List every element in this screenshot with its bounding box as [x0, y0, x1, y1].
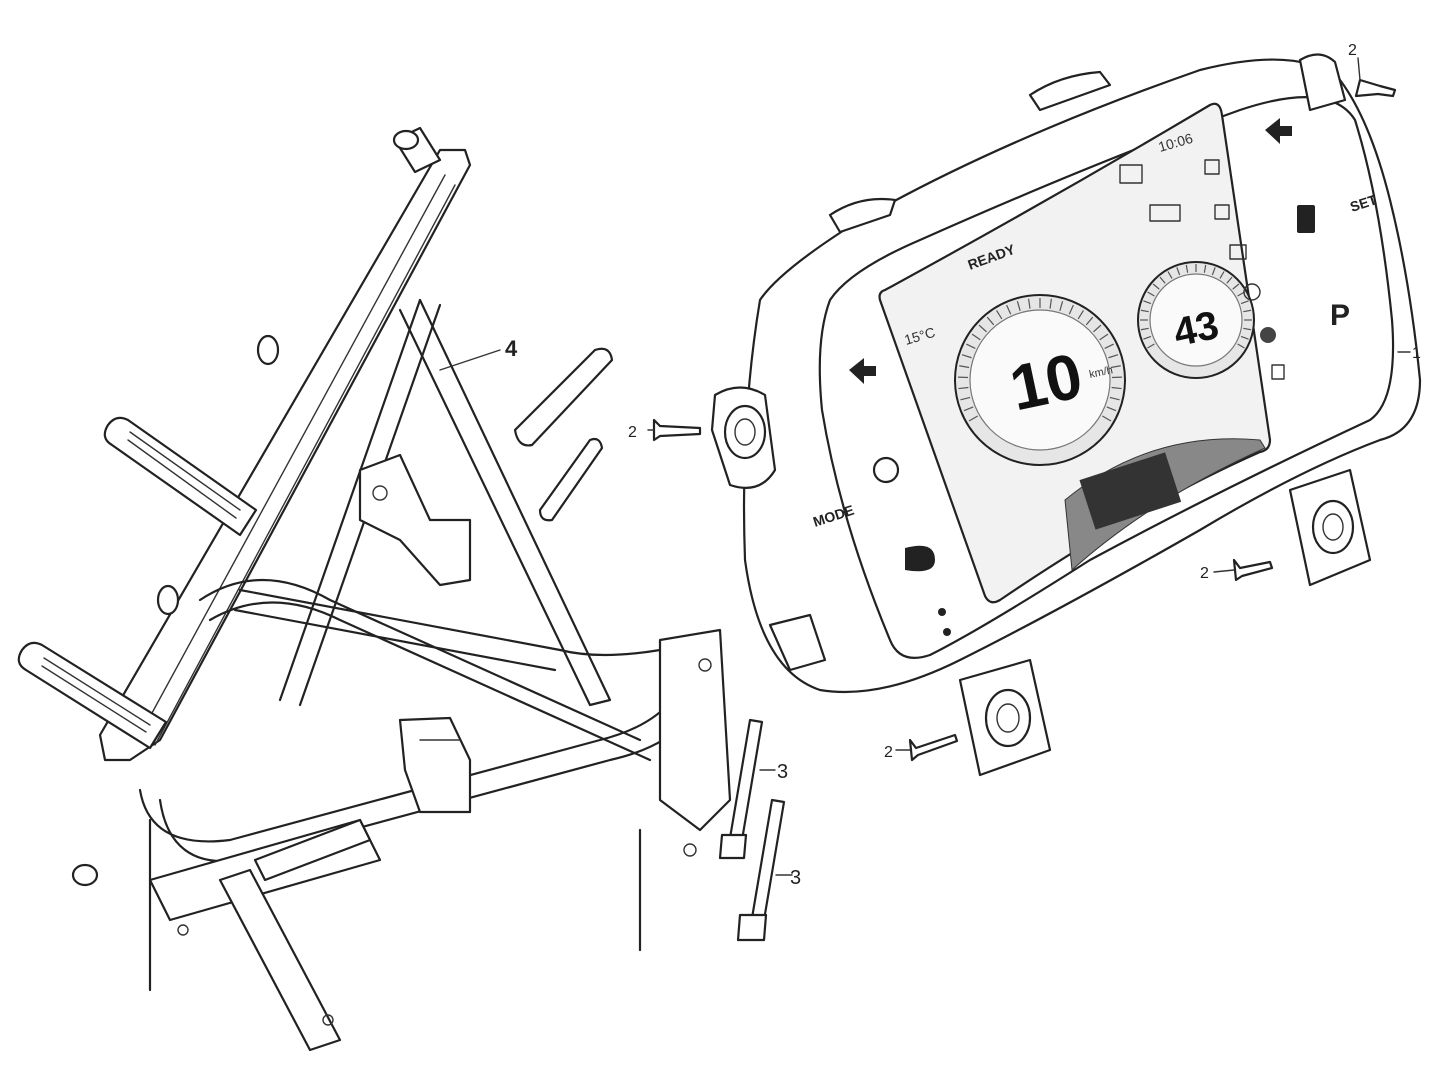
speed-unit: km/h	[1088, 364, 1114, 381]
gauge-tick	[1143, 300, 1152, 305]
gauge-tick	[1140, 309, 1149, 313]
callout-1: 1	[1397, 345, 1421, 362]
gauge-tick	[971, 333, 981, 341]
gauge-tick	[968, 415, 978, 422]
gauge-tick	[1059, 301, 1064, 311]
indicator-box	[1149, 204, 1181, 222]
gauge-tick	[1203, 264, 1207, 273]
engine-warning-icon	[872, 456, 900, 484]
right-turn-indicator-icon	[1265, 118, 1292, 144]
gauge-tick	[986, 316, 995, 326]
battery-icon	[1119, 164, 1143, 184]
callout-3a-label: 3	[777, 761, 788, 783]
gauge-tick	[1159, 276, 1166, 284]
status-icon	[1260, 327, 1276, 343]
callout-2a-label: 2	[1348, 42, 1357, 59]
gauge-tick	[1110, 365, 1121, 369]
left-turn-indicator-icon	[849, 358, 876, 384]
status-icon	[1214, 204, 1230, 220]
gear-indicator: P	[1330, 299, 1350, 332]
status-icon	[1271, 364, 1285, 380]
callout-1-label: 1	[1412, 345, 1421, 362]
gauge-tick	[1068, 304, 1074, 315]
callout-2c-label: 2	[1200, 565, 1209, 582]
gauge-tick	[1147, 343, 1155, 349]
screw-2-left: 2	[628, 418, 702, 442]
gauge-tick	[966, 343, 976, 349]
gauge-tick	[1167, 271, 1173, 279]
gauge-tick	[1099, 333, 1109, 341]
gauge-tick	[1109, 396, 1120, 401]
gauge-tick	[1176, 267, 1181, 276]
gauge-tick	[963, 406, 974, 412]
gauge-tick	[1106, 406, 1117, 412]
status-icon	[1204, 159, 1220, 175]
gauge-tick	[1077, 310, 1084, 320]
gauge-tick	[960, 396, 971, 401]
status-icon	[1229, 244, 1247, 260]
instrument-cluster: 10 km/h 43 READY 10:06 15°C P MODE SET	[710, 53, 1422, 777]
gauge-tick	[1027, 298, 1031, 309]
gauge-tick	[978, 324, 987, 333]
callout-4-label: 4	[505, 336, 518, 361]
gauge-tick	[1093, 324, 1102, 333]
gauge-tick	[1143, 335, 1152, 340]
callout-2d-label: 2	[884, 744, 893, 761]
grip-rod-lower	[17, 641, 168, 750]
gauge-tick	[1049, 298, 1053, 309]
gauge-ticks	[958, 264, 1252, 422]
gauge-tick	[1226, 276, 1233, 284]
gauge-tick	[961, 354, 972, 359]
gauge-tick	[996, 310, 1003, 320]
gauge-tick	[1108, 354, 1119, 359]
gauge-tick	[1240, 300, 1249, 305]
screw-2-bottom-left: 2	[884, 733, 959, 762]
gauge-tick	[1219, 271, 1225, 279]
speed-readout: 10	[1004, 339, 1089, 424]
gauge-tick	[1140, 327, 1149, 331]
gauge-tick	[1243, 309, 1252, 313]
gauge-tick	[1016, 301, 1021, 311]
gauge-tick	[1243, 327, 1252, 331]
gauge-tick	[1104, 343, 1114, 349]
bolt-3-upper: 3	[718, 718, 788, 860]
bolt-3-lower: 3	[736, 798, 801, 942]
gauge-tick	[959, 365, 970, 369]
status-icon	[1243, 283, 1261, 301]
display-screen: 10 km/h 43 READY 10:06 15°C	[878, 102, 1285, 604]
gauge-tick	[1147, 291, 1155, 297]
callout-3b-label: 3	[790, 867, 801, 889]
gauge-tick	[1152, 283, 1160, 290]
callout-2b-label: 2	[628, 424, 637, 441]
gauge-tick	[1237, 343, 1245, 349]
gauge-tick	[1211, 267, 1216, 276]
grip-rod-upper	[103, 416, 258, 537]
gauge-tick	[1185, 264, 1189, 273]
gauge-tick	[1240, 335, 1249, 340]
screw-2-top-right: 2	[1348, 42, 1397, 98]
screw-2-bottom-right: 2	[1200, 558, 1274, 582]
secondary-readout: 43	[1170, 303, 1223, 355]
headlight-icon	[905, 545, 935, 572]
fuel-pump-icon	[1297, 205, 1315, 233]
callout-4: 4	[439, 336, 518, 371]
indicator-dot	[938, 608, 946, 616]
indicator-dot	[943, 628, 951, 636]
gauge-tick	[1085, 316, 1094, 326]
gauge-tick	[958, 386, 969, 390]
gauge-tick	[1006, 304, 1012, 315]
frame-bracket	[17, 126, 732, 1052]
gauge-tick	[1111, 386, 1122, 390]
gauge-tick	[1102, 415, 1112, 422]
gauge-tick	[1232, 283, 1240, 290]
